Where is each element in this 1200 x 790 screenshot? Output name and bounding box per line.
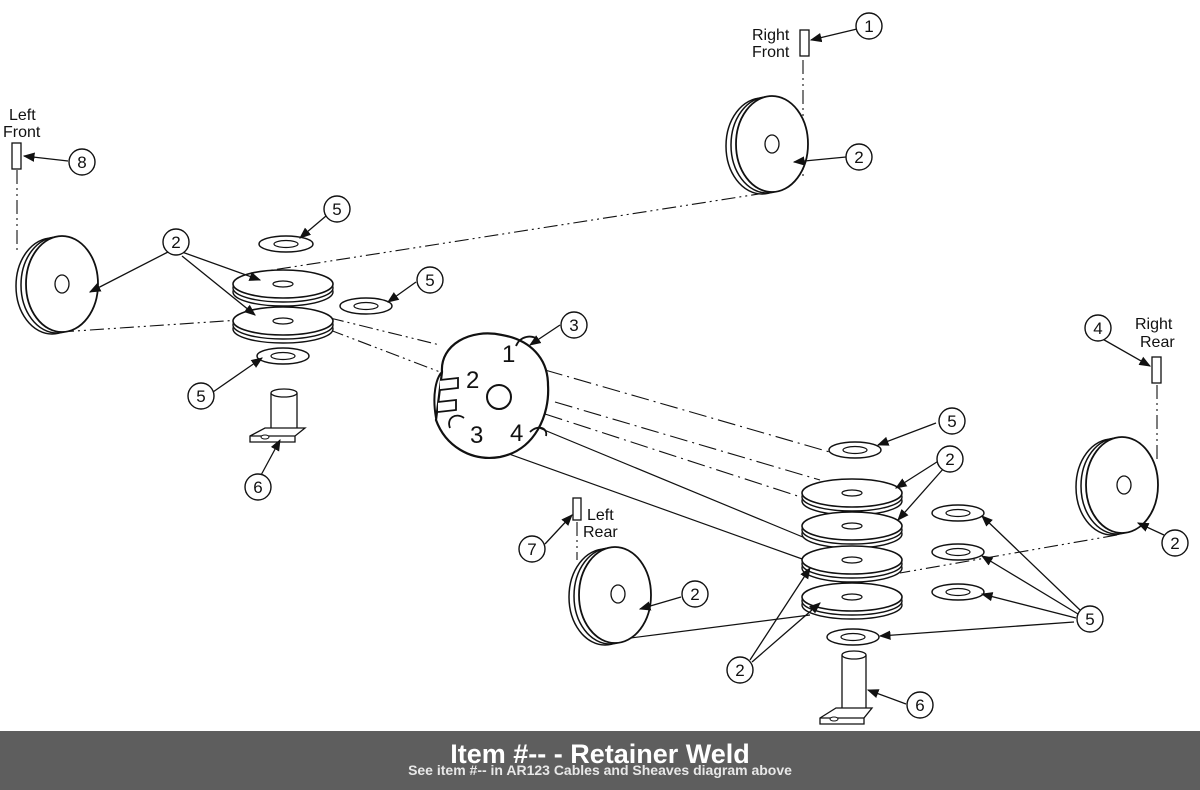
callout-4-right-rear: 4 (1084, 314, 1112, 342)
svg-text:5: 5 (196, 387, 205, 406)
sheave-left-front (15, 235, 99, 335)
svg-text:Right: Right (752, 27, 790, 44)
svg-text:5: 5 (1085, 610, 1094, 629)
svg-text:2: 2 (690, 585, 699, 604)
callout-6-right-post: 6 (906, 691, 934, 719)
callout-6-left-post: 6 (244, 473, 272, 501)
svg-text:3: 3 (569, 316, 578, 335)
plate-number-3: 3 (470, 422, 483, 449)
callout-5-left-right-washer: 5 (416, 266, 444, 294)
cable-lines (16, 60, 1158, 641)
right-sheave-stack (801, 441, 985, 725)
callout-2-right-group-top: 2 (936, 445, 964, 473)
caption-subtitle: See item #-- in AR123 Cables and Sheaves… (408, 762, 792, 778)
callout-2-right-rear-sheave: 2 (1161, 529, 1189, 557)
svg-text:2: 2 (945, 450, 954, 469)
label-left-front: Left Front (3, 107, 41, 141)
callout-5-left-top-washer: 5 (323, 195, 351, 223)
callout-5-left-bottom-washer: 5 (187, 382, 215, 410)
sheave-left-rear (568, 546, 652, 646)
svg-text:8: 8 (77, 153, 86, 172)
callout-2-right-front-sheave: 2 (845, 143, 873, 171)
svg-text:2: 2 (171, 233, 180, 252)
caption-title: Item #-- - Retainer Weld (450, 739, 750, 769)
svg-text:Right: Right (1135, 316, 1173, 333)
svg-text:5: 5 (332, 200, 341, 219)
svg-text:2: 2 (1170, 534, 1179, 553)
callout-7-left-rear: 7 (518, 535, 546, 563)
svg-text:6: 6 (915, 696, 924, 715)
svg-text:1: 1 (864, 17, 873, 36)
svg-text:2: 2 (854, 148, 863, 167)
svg-text:7: 7 (527, 540, 536, 559)
sheave-diagram: 1 2 3 4 (3, 12, 1189, 725)
label-right-rear: Right Rear (1135, 316, 1175, 351)
label-left-rear: Left Rear (583, 507, 618, 541)
plate-number-1: 1 (502, 341, 515, 368)
svg-text:Front: Front (752, 44, 790, 61)
callout-2-left-rear-sheave: 2 (681, 580, 709, 608)
svg-text:Front: Front (3, 124, 41, 141)
terminal-left-front (11, 142, 22, 170)
callout-5-right-washers: 5 (1076, 605, 1104, 633)
svg-text:6: 6 (253, 478, 262, 497)
callout-5-right-top-washer: 5 (938, 407, 966, 435)
terminal-right-rear (1151, 356, 1162, 384)
svg-text:5: 5 (947, 412, 956, 431)
callout-1-right-front: 1 (855, 12, 883, 40)
svg-text:Left: Left (587, 507, 614, 524)
sheave-right-rear (1075, 436, 1159, 536)
plate-number-4: 4 (510, 420, 523, 447)
svg-text:4: 4 (1093, 319, 1102, 338)
retainer-plate: 1 2 3 4 (433, 332, 550, 459)
left-sheave-stack (232, 235, 393, 443)
label-right-front: Right Front (752, 27, 790, 61)
callout-8-left-front: 8 (68, 148, 96, 176)
leader-lines (22, 28, 1165, 705)
terminal-right-front (799, 29, 810, 57)
svg-text:5: 5 (425, 271, 434, 290)
svg-text:2: 2 (735, 661, 744, 680)
terminal-left-rear (572, 497, 582, 521)
callout-3-retainer-plate: 3 (560, 311, 588, 339)
plate-number-2: 2 (466, 367, 479, 394)
callout-2-left-group: 2 (162, 228, 190, 256)
caption-bar: Item #-- - Retainer Weld See item #-- in… (0, 731, 1200, 790)
svg-text:Rear: Rear (583, 524, 618, 541)
sheave-right-front (725, 95, 809, 195)
svg-text:Left: Left (9, 107, 36, 124)
callout-2-right-group-bottom: 2 (726, 656, 754, 684)
svg-text:Rear: Rear (1140, 334, 1175, 351)
